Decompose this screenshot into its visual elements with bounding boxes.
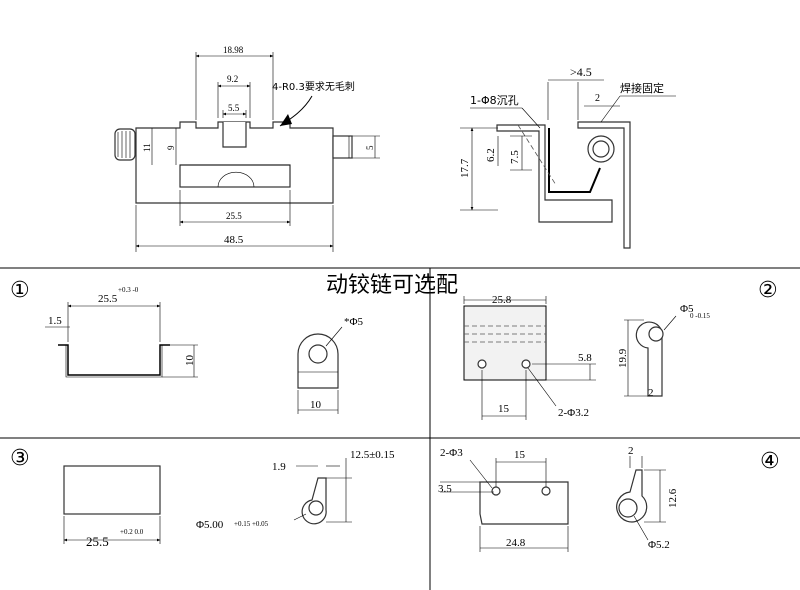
opt4-dim-eye: Φ5.2 xyxy=(648,539,670,551)
option-4-number: ④ xyxy=(760,449,780,474)
opt2-dim-w: 25.8 xyxy=(492,294,512,306)
option-2: ② 25.8 5.8 15 2-Φ3.2 Φ5 0 -0.15 19.9 2 xyxy=(463,278,778,420)
opt4-dim-pitch: 15 xyxy=(514,449,526,461)
opt2-tol-eye: 0 -0.15 xyxy=(690,312,710,320)
front-view: 18.98 9.2 5.5 4-R0.3要求无毛刺 11 9 5 25.5 xyxy=(114,45,380,252)
opt3-plate xyxy=(63,465,161,515)
dim-h-inner: 9 xyxy=(166,145,176,150)
opt2-dim-h-hole: 5.8 xyxy=(578,352,592,364)
opt1-dim-flange: 1.5 xyxy=(48,315,62,327)
opt2-dim-pitch: 15 xyxy=(498,403,510,415)
opt2-dim-holes: 2-Φ3.2 xyxy=(558,407,589,419)
opt3-dim-h: 12.5±0.15 xyxy=(350,449,395,461)
section-frame xyxy=(0,267,800,590)
dim-mid: 9.2 xyxy=(227,74,238,84)
dim-side-6-2: 6.2 xyxy=(485,148,497,162)
dim-total-len: 48.5 xyxy=(224,234,244,246)
option-1: ① 25.5 +0.3 -0 1.5 10 *Φ5 10 xyxy=(10,278,364,414)
option-4: ④ 15 2-Φ3 3.5 24.8 2 12.6 Φ5.2 xyxy=(438,445,780,552)
option-3: ③ 25.5 +0.2 0.0 1.9 12.5±0.15 Φ5.00 +0.1… xyxy=(10,446,395,549)
section-title: 动铰链可选配 xyxy=(326,273,458,298)
opt1-dim-hole: *Φ5 xyxy=(344,316,364,328)
opt1-dim-w: 25.5 xyxy=(98,293,118,305)
opt4-dim-thk: 2 xyxy=(628,445,634,457)
dim-side-thk: 2 xyxy=(595,93,600,104)
option-1-number: ① xyxy=(10,278,30,303)
opt3-dim-eye: Φ5.00 xyxy=(196,519,224,531)
pin xyxy=(332,135,353,159)
dim-inner-len: 25.5 xyxy=(226,211,242,221)
opt3-tol-eye: +0.15 +0.05 xyxy=(234,520,269,528)
opt3-dim-t: 1.9 xyxy=(272,461,286,473)
opt4-dim-w: 24.8 xyxy=(506,537,526,549)
side-view: >4.5 2 焊接固定 1-Φ8沉孔 17.7 6.2 7.5 xyxy=(459,65,676,249)
center-slot xyxy=(222,122,247,148)
opt2-dim-height: 19.9 xyxy=(617,348,629,368)
dim-side-7-5: 7.5 xyxy=(509,150,521,164)
opt3-dim-w: 25.5 xyxy=(86,534,109,549)
u-bracket xyxy=(58,344,170,376)
opt2-dim-eye: Φ5 xyxy=(680,303,694,315)
opt1-dim-h: 10 xyxy=(184,355,196,367)
opt1-dim-bottom: 10 xyxy=(310,399,322,411)
dim-top: 18.98 xyxy=(223,45,244,55)
opt4-dim-holes: 2-Φ3 xyxy=(440,447,463,459)
opt1-tol-w: +0.3 -0 xyxy=(118,286,139,294)
option-3-number: ③ xyxy=(10,446,30,471)
dim-pin: 5 xyxy=(365,145,375,150)
barrel xyxy=(217,171,255,188)
opt2-plate xyxy=(463,305,547,381)
deburr-note: 4-R0.3要求无毛刺 xyxy=(272,81,355,93)
inner-plate xyxy=(179,164,291,188)
dim-gap: >4.5 xyxy=(570,65,592,79)
dim-h-outer: 11 xyxy=(142,143,152,152)
dim-slot: 5.5 xyxy=(228,103,240,113)
side-bracket xyxy=(496,124,613,223)
hole-note: 1-Φ8沉孔 xyxy=(470,94,519,107)
opt2-dim-thk: 2 xyxy=(648,387,654,399)
side-plate xyxy=(577,121,631,249)
option-2-number: ② xyxy=(758,278,778,303)
opt4-dim-h: 12.6 xyxy=(667,488,679,508)
weld-note: 焊接固定 xyxy=(620,81,664,95)
dim-side-h: 17.7 xyxy=(459,158,471,178)
opt4-dim-h-hole: 3.5 xyxy=(438,483,452,495)
opt3-tol-w: +0.2 0.0 xyxy=(120,528,144,536)
